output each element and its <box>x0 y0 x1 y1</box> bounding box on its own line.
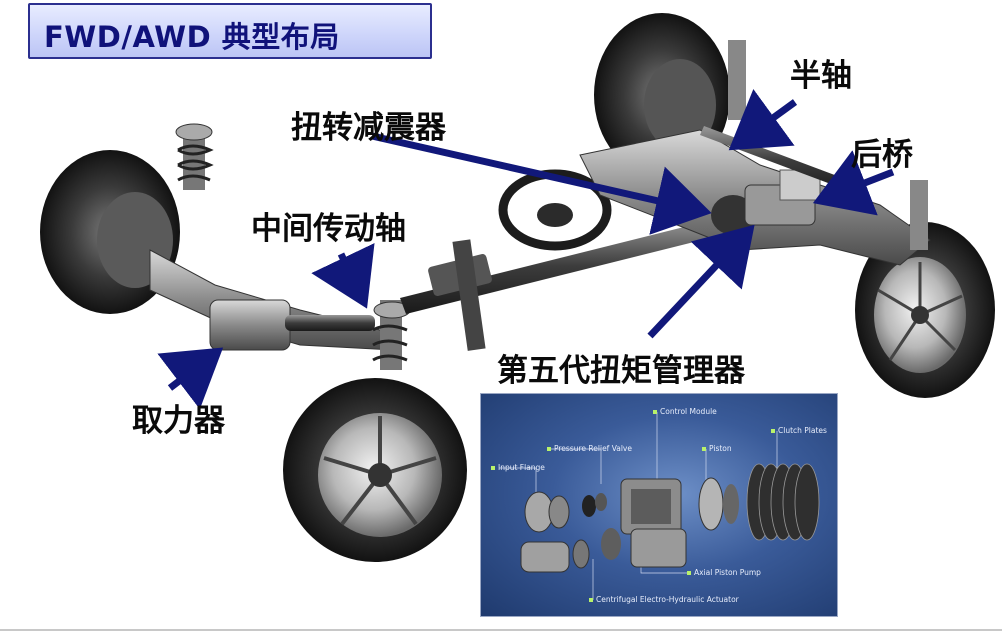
bottom-divider <box>0 629 1002 631</box>
inset-label-clutch-plates: Clutch Plates <box>771 426 827 435</box>
arrow-rear-axle <box>812 150 895 216</box>
inset-label-axial-piston-pump: Axial Piston Pump <box>687 568 761 577</box>
label-power-takeoff: 取力器 <box>132 403 225 439</box>
label-half-shaft: 半轴 <box>790 58 852 94</box>
propeller-shaft <box>400 218 726 351</box>
label-torsional-damper: 扭转减震器 <box>291 110 446 146</box>
arrow-intermediate-shaft <box>311 243 375 309</box>
exploded-parts <box>499 412 820 600</box>
label-torque-manager: 第五代扭矩管理器 <box>497 353 745 389</box>
arrow-half-shaft <box>728 88 798 151</box>
arrow-torsional-damper <box>371 132 712 235</box>
rear-left-wheel <box>855 222 995 398</box>
title-box: FWD/AWD 典型布局 <box>28 3 432 59</box>
inset-label-actuator: Centrifugal Electro-Hydraulic Actuator <box>589 595 739 604</box>
callout-arrows <box>157 88 895 410</box>
inset-label-input-flange: Input Flange <box>491 463 545 472</box>
inset-label-control-module: Control Module <box>653 407 717 416</box>
arrow-torque-manager <box>647 224 755 339</box>
front-subframe <box>149 249 397 351</box>
front-struts <box>175 123 411 370</box>
torque-manager-exploded-view: Control Module Clutch Plates Pressure Re… <box>480 393 838 617</box>
front-right-wheel <box>283 378 467 562</box>
inset-label-piston: Piston <box>702 444 732 453</box>
label-intermediate-shaft: 中间传动轴 <box>251 211 406 247</box>
inset-label-pressure-relief-valve: Pressure Relief Valve <box>547 444 632 453</box>
label-rear-axle: 后桥 <box>851 137 913 173</box>
page-title: FWD/AWD 典型布局 <box>44 20 340 54</box>
arrow-power-takeoff <box>157 347 224 410</box>
